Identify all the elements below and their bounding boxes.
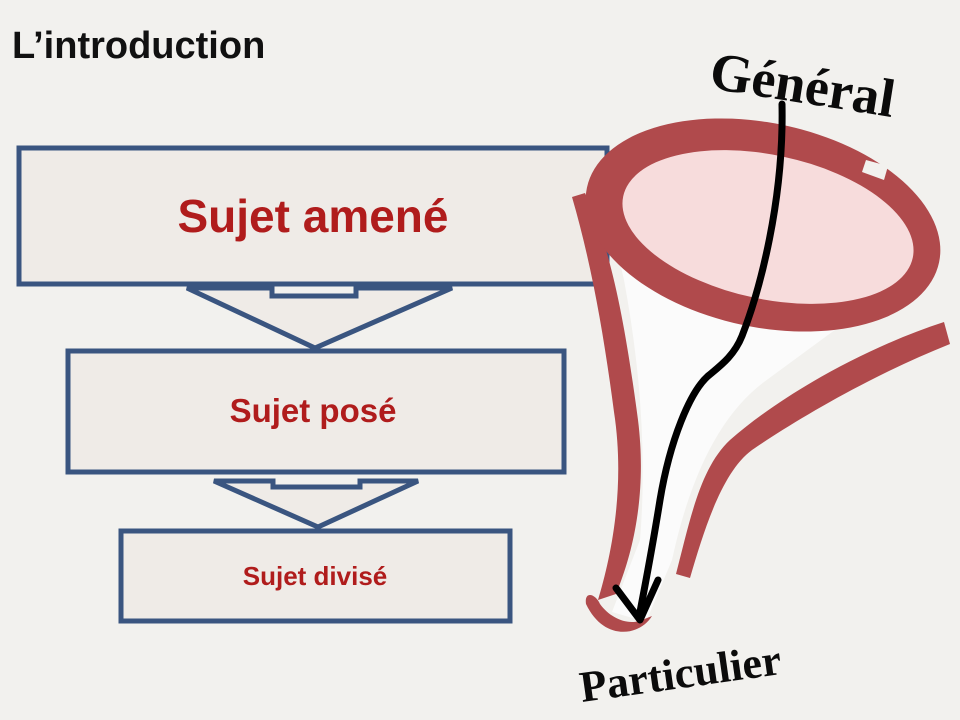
funnel-illustration: Général Particulier xyxy=(566,41,960,712)
flow-diagram: Sujet amené Sujet posé Sujet divisé xyxy=(19,148,607,621)
step-arrow-2 xyxy=(214,481,418,527)
slide-title: L’introduction xyxy=(12,25,265,67)
step-label-sujet-pose: Sujet posé xyxy=(230,392,397,429)
step-label-sujet-divise: Sujet divisé xyxy=(243,561,388,591)
step-arrow-1 xyxy=(187,288,452,348)
funnel-label-general: Général xyxy=(706,41,899,129)
funnel-label-particulier: Particulier xyxy=(577,635,785,712)
step-label-sujet-amene: Sujet amené xyxy=(178,190,449,242)
